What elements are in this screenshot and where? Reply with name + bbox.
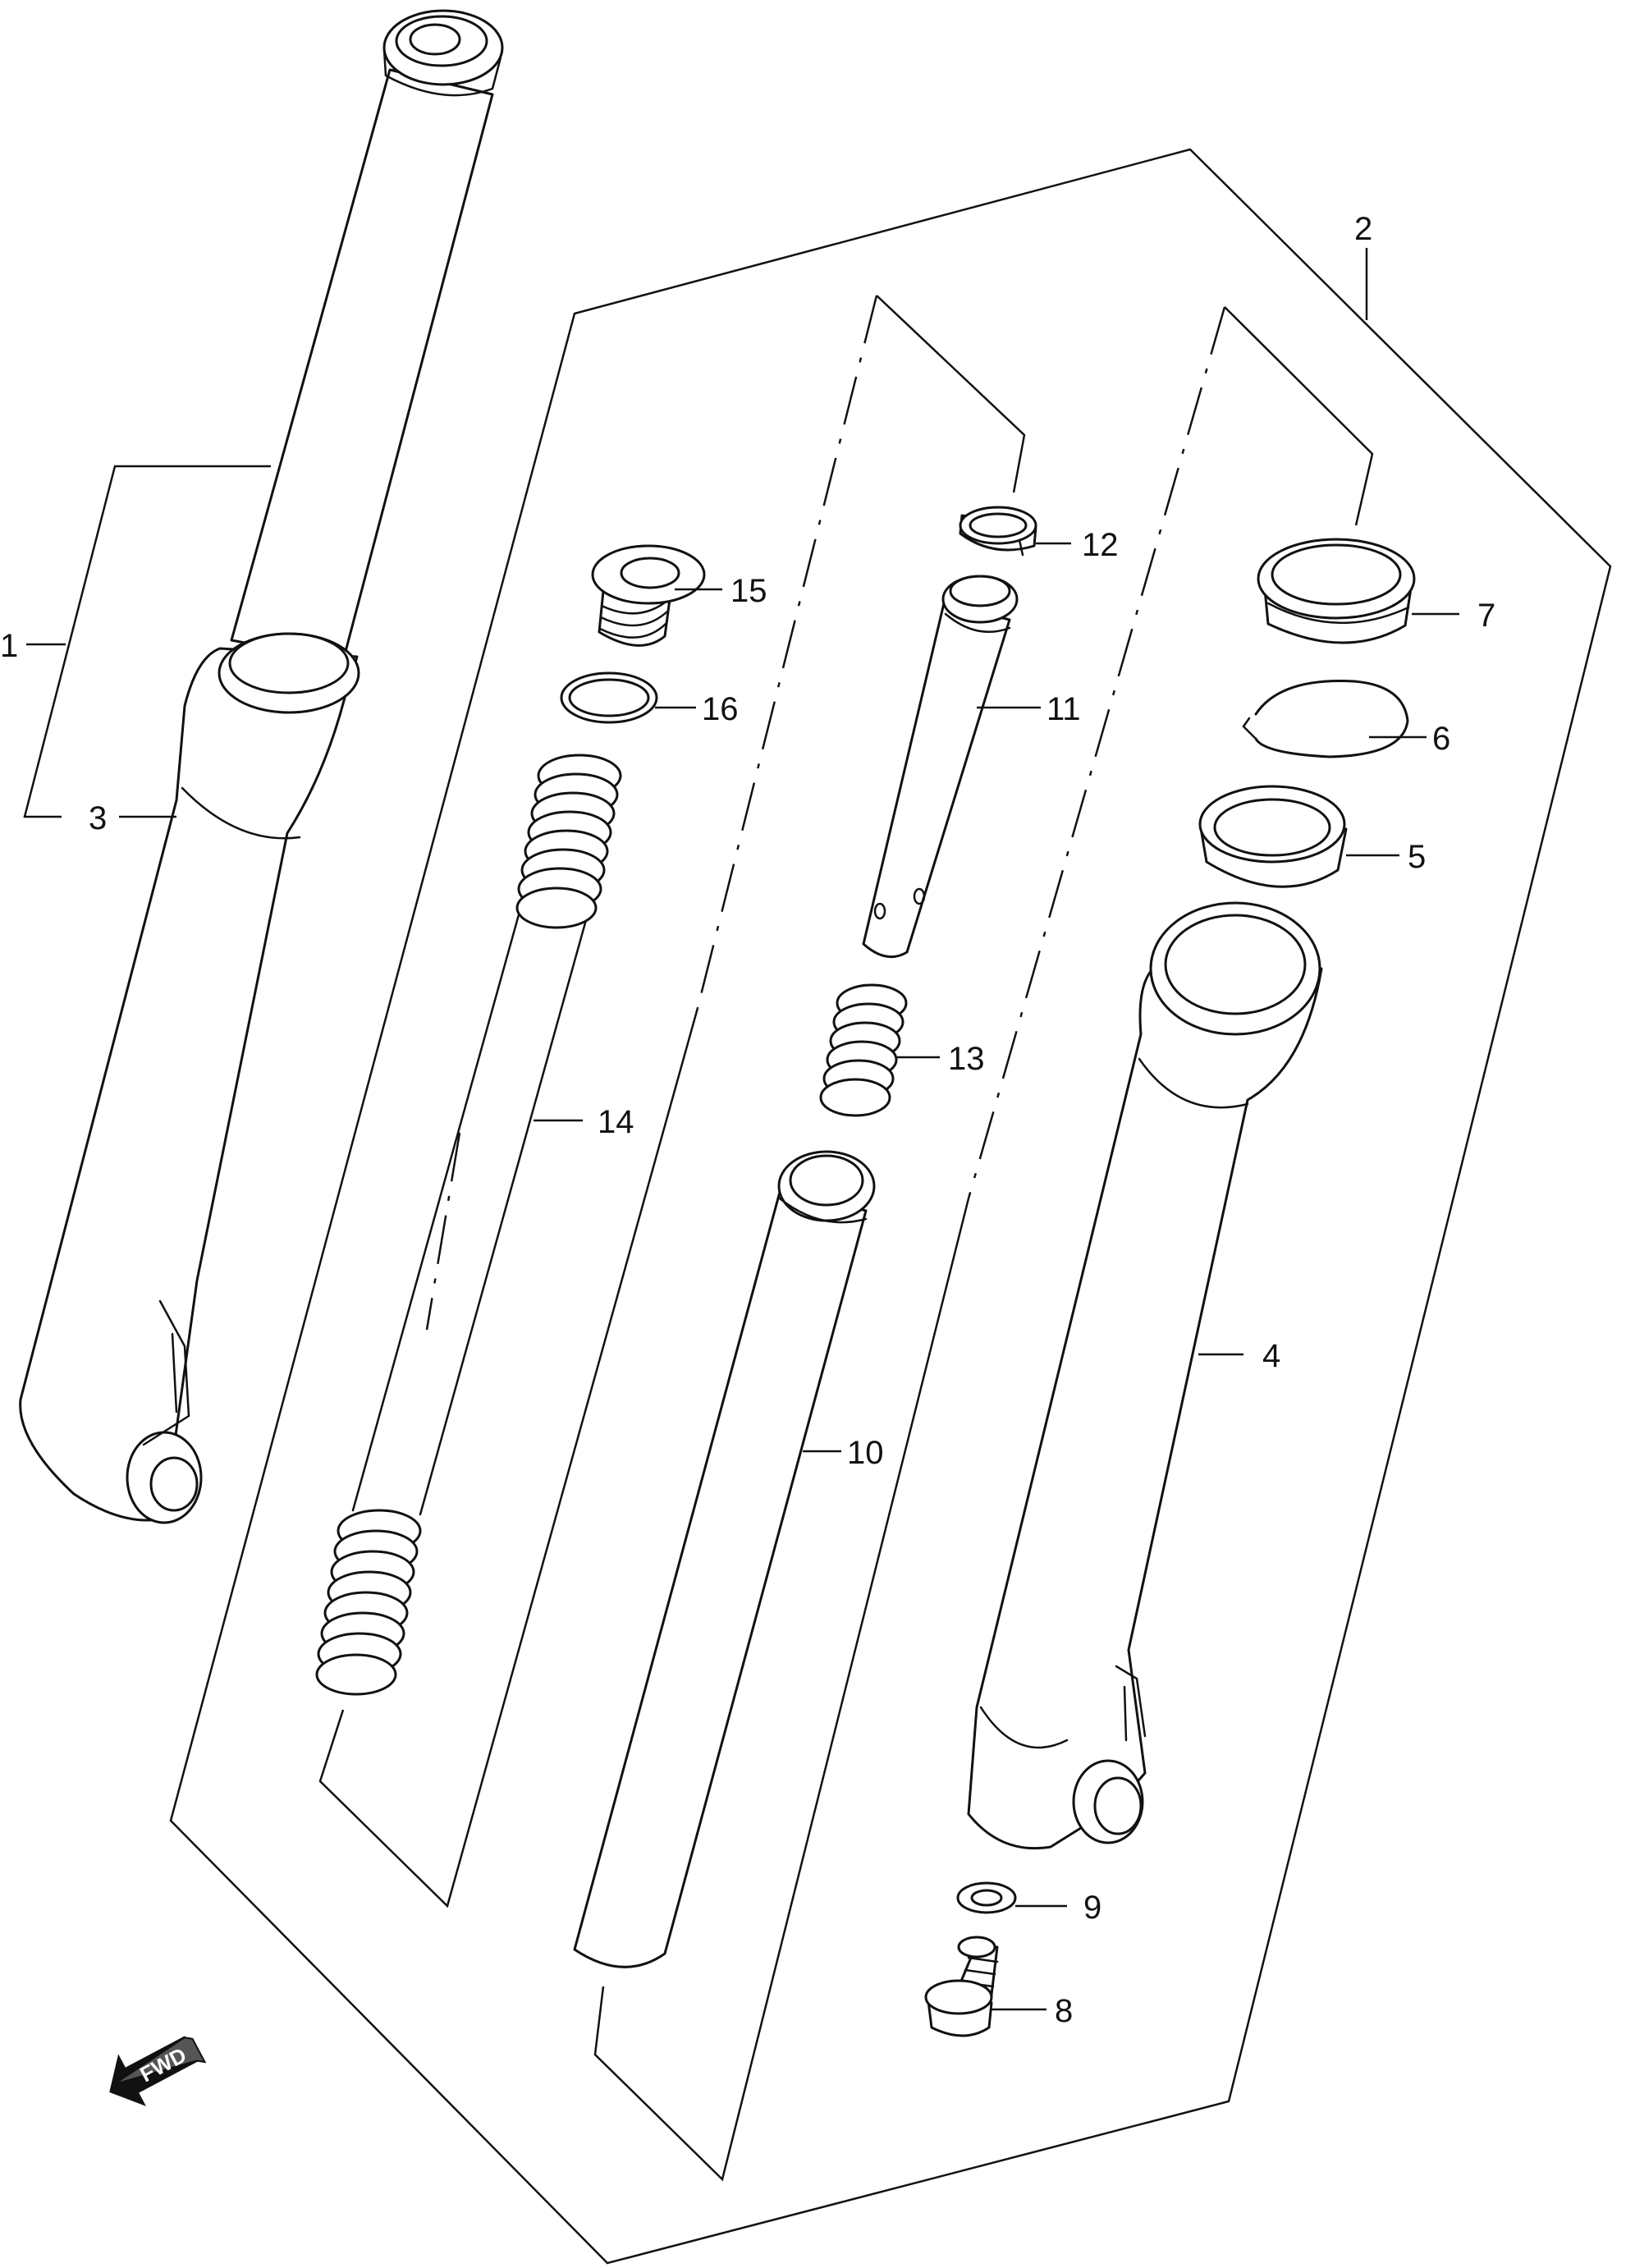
fwd-arrow-icon: FWD	[109, 2036, 207, 2106]
callout-10: 10	[847, 1435, 884, 1471]
assembly-frame-spring-group-lower	[318, 1007, 699, 1908]
retaining-ring	[1254, 680, 1409, 758]
outer-tube-right	[967, 901, 1323, 1850]
oil-seal	[1198, 785, 1348, 888]
callout-11: 11	[1046, 691, 1081, 727]
piston-ring	[959, 506, 1037, 557]
callout-5: 5	[1408, 839, 1426, 875]
damper-rod	[862, 575, 1019, 959]
socket-bolt	[924, 1936, 999, 2037]
callout-3: 3	[89, 800, 107, 836]
callout-2: 2	[1354, 211, 1372, 247]
callout-12: 12	[1082, 527, 1119, 563]
rebound-spring	[819, 983, 908, 1117]
assembly-frame-outer-tube-lower	[593, 1198, 970, 2182]
frame-break-line-b	[967, 306, 1226, 1199]
inner-tube-left	[230, 68, 494, 662]
fork-cylinder	[573, 1150, 876, 1968]
callout-6: 6	[1432, 721, 1450, 757]
left-fork-assembly	[19, 9, 504, 1524]
callout-4: 4	[1262, 1338, 1280, 1374]
fork-cap-bolt	[591, 544, 706, 647]
callout-9: 9	[1083, 1890, 1101, 1926]
dust-seal	[1257, 538, 1416, 644]
callout-7: 7	[1477, 598, 1495, 634]
callout-15: 15	[730, 573, 767, 609]
assembly-frame-outer-tube-group	[1224, 306, 1374, 526]
callout-1: 1	[0, 628, 18, 664]
outer-tube-left	[19, 647, 359, 1522]
assembly-frame-spring-group	[876, 295, 1026, 493]
callout-16: 16	[702, 691, 739, 727]
callout-14: 14	[598, 1104, 634, 1140]
callout-13: 13	[948, 1041, 985, 1077]
leader-lines	[23, 248, 1459, 2011]
callout-labels: 1 2 3 4 5 6 7 8 9 10 11 12 13 14 15 16	[0, 211, 1495, 2029]
fork-spring	[315, 754, 622, 1696]
assembly-frame-outer	[169, 148, 1612, 2265]
callout-8: 8	[1055, 1993, 1073, 2029]
frame-break-line-a	[696, 295, 878, 1009]
